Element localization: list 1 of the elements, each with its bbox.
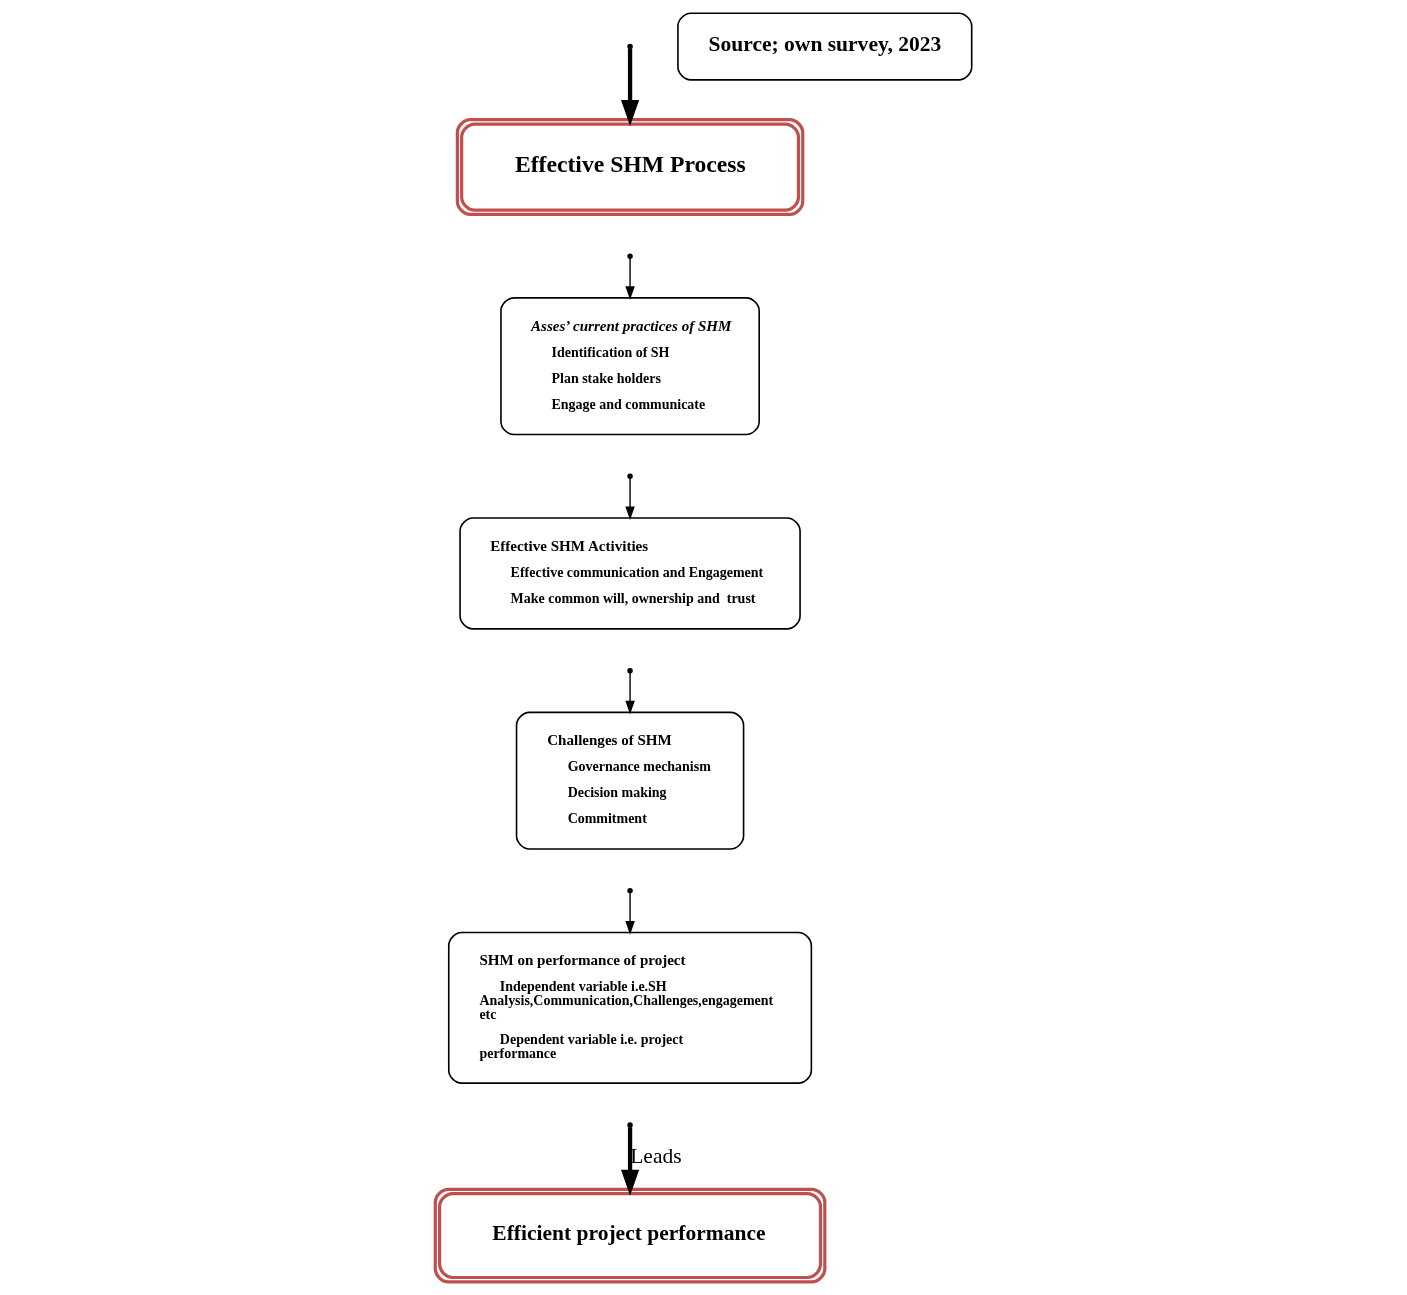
edge-label: Leads: [630, 1144, 682, 1169]
